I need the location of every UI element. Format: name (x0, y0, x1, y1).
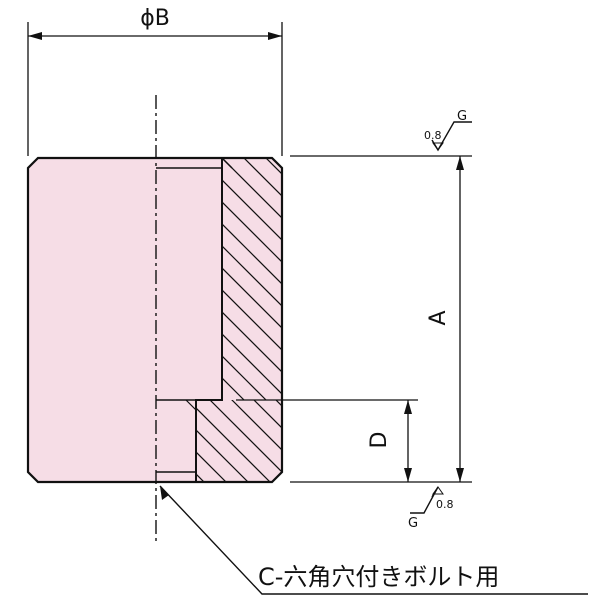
surface-finish-bottom: 0.8 G (408, 486, 454, 531)
hatch-line (390, 150, 600, 410)
bore-wall (195, 158, 223, 482)
hatch-line (235, 158, 282, 400)
roughness-top: 0.8 (424, 129, 442, 142)
hatch-line (222, 158, 282, 400)
hatch-line (315, 395, 410, 490)
hatch-line (522, 150, 600, 410)
hatch-line (196, 400, 235, 482)
a-label: A (426, 310, 451, 325)
hatch-line (456, 150, 600, 410)
hatch-line (222, 158, 282, 400)
hatch-line (222, 158, 282, 400)
hatch-line (222, 158, 282, 400)
hatch-line (257, 158, 282, 400)
dimension-a (290, 155, 472, 483)
hatch-line (196, 400, 279, 482)
hatch-line (368, 150, 600, 410)
dimension-phi-b (27, 22, 283, 156)
callout-leader (159, 485, 588, 595)
grade-top: G (457, 109, 467, 124)
hatch-line (222, 158, 282, 400)
inner-chamfer-bottom (185, 399, 197, 411)
hatch-line (270, 400, 282, 482)
hatch-line (222, 158, 282, 400)
part-body (26, 156, 284, 484)
d-label: D (367, 432, 392, 449)
hatch-line (324, 150, 584, 410)
surface-finish-top: 0.8 G (424, 109, 472, 152)
hatch-line (434, 150, 600, 410)
hatch-line (412, 150, 600, 410)
hatch-line (279, 158, 282, 400)
dimension-d (236, 399, 418, 482)
roughness-bottom: 0.8 (436, 498, 454, 511)
hatch-line (196, 400, 257, 482)
hatch-line (196, 400, 213, 482)
hatch-line (500, 150, 600, 410)
hatch-line (226, 400, 282, 482)
phi-b-label: ϕB (140, 6, 170, 31)
grade-bottom: G (408, 516, 418, 531)
hatch-line (478, 150, 600, 410)
hatch-line (302, 150, 562, 410)
callout-text: C-六角穴付きボルト用 (258, 563, 499, 591)
hatch-line (222, 158, 282, 400)
hatch-line (346, 150, 600, 410)
hatch-line (248, 400, 282, 482)
section-hatching (196, 150, 600, 490)
hatch-line (204, 400, 282, 482)
hatch-line (544, 150, 600, 410)
hatch-line (222, 158, 277, 400)
